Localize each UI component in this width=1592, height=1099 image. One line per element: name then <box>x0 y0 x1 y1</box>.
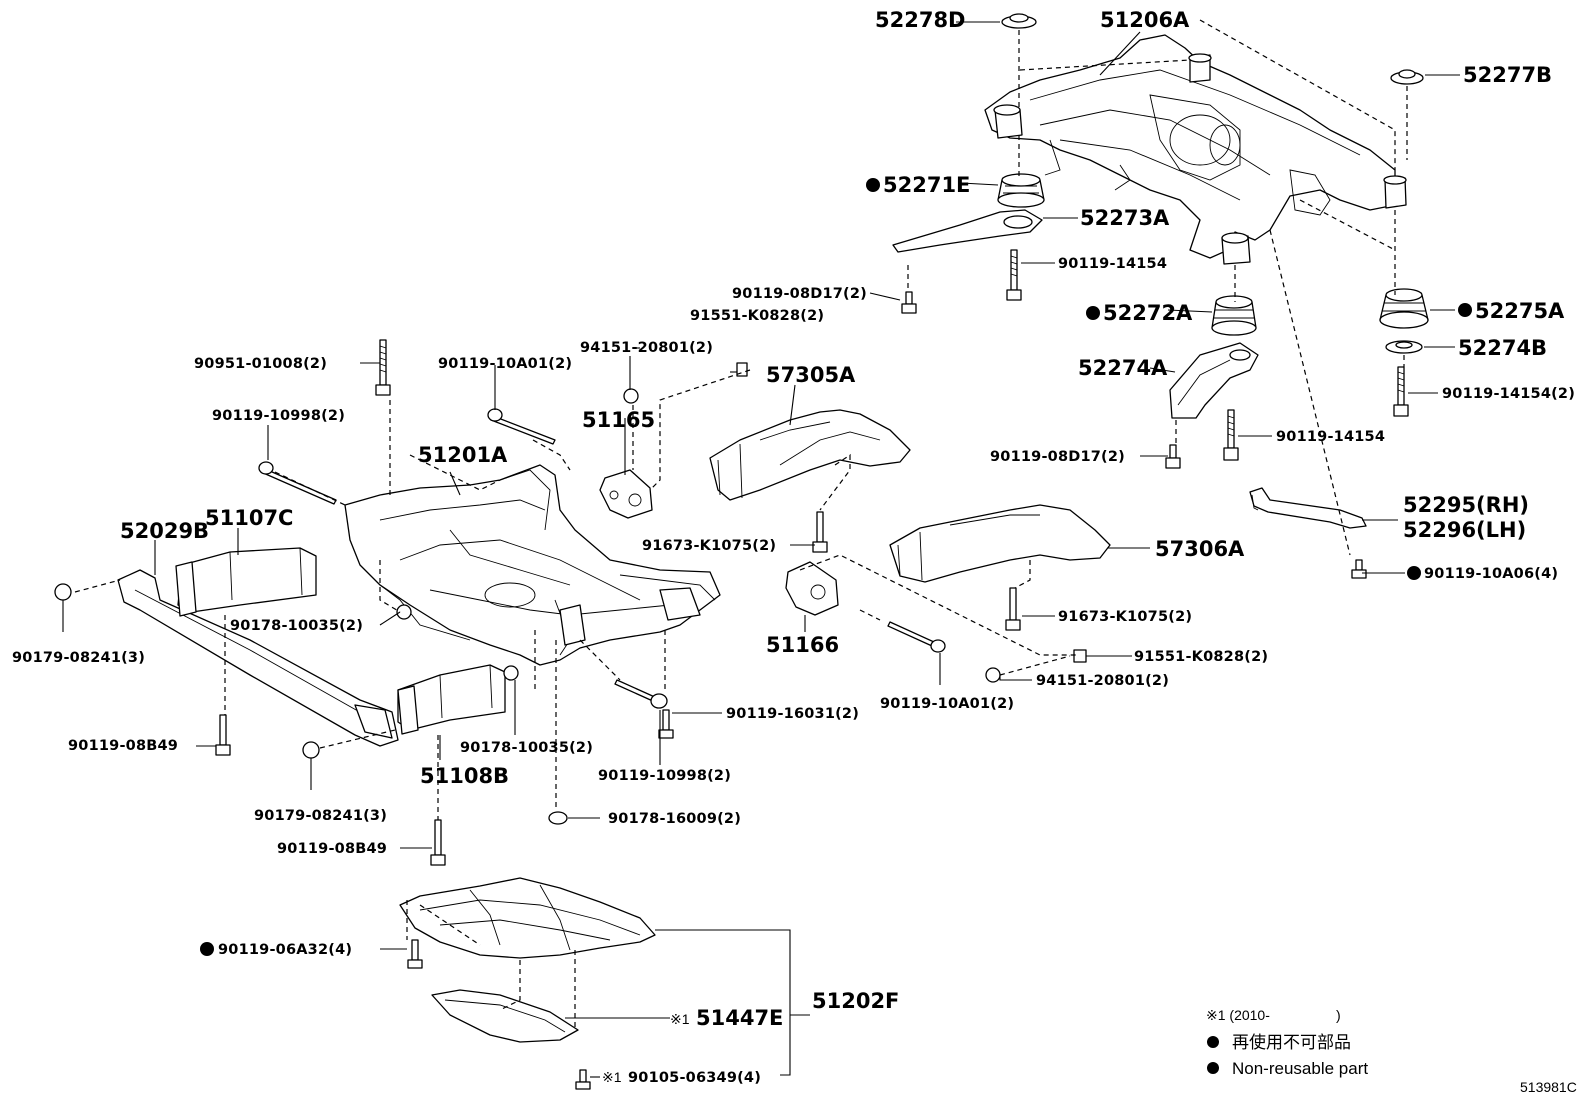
leader-lines <box>62 21 1460 1078</box>
label-52029B: 52029B <box>120 519 209 543</box>
label-90119-10A01-upper: 90119-10A01(2) <box>438 356 572 372</box>
rear-subframe-illustration <box>984 34 1407 265</box>
non-reusable-mark-52271E <box>866 178 880 192</box>
part-labels: 52278D 51206A 52277B 52271E 52273A 90119… <box>12 8 1575 1086</box>
label-51108B: 51108B <box>420 764 509 788</box>
label-57305A: 57305A <box>766 363 856 387</box>
front-mount-parts <box>54 339 1111 866</box>
label-90179-08241-left: 90179-08241(3) <box>12 650 145 666</box>
non-reusable-mark-52272A <box>1086 306 1100 320</box>
label-51206A: 51206A <box>1100 8 1190 32</box>
non-reusable-mark-90119-10A06 <box>1407 566 1421 580</box>
label-90119-06A32: 90119-06A32(4) <box>218 942 352 958</box>
legend-star1-range-close: ) <box>1336 1007 1341 1023</box>
label-90119-08B49-lower: 90119-08B49 <box>277 841 387 857</box>
label-90119-14154-lower: 90119-14154 <box>1276 429 1385 445</box>
label-90119-14154-2: 90119-14154(2) <box>1442 386 1575 402</box>
label-51166: 51166 <box>766 633 839 657</box>
label-94151-20801-upper: 94151-20801(2) <box>580 340 713 356</box>
legend: ※1 (2010- ) 再使用不可部品 Non-reusable part 51… <box>1206 1007 1577 1095</box>
label-51202F: 51202F <box>812 989 899 1013</box>
label-52272A: 52272A <box>1103 301 1193 325</box>
front-subframe-illustration <box>344 464 721 666</box>
label-90119-10998-lower: 90119-10998(2) <box>598 768 731 784</box>
label-90119-10998-upper: 90119-10998(2) <box>212 408 345 424</box>
label-94151-20801-lower: 94151-20801(2) <box>1036 673 1169 689</box>
label-52274B: 52274B <box>1458 336 1547 360</box>
label-91551-K0828-upper: 91551-K0828(2) <box>690 308 824 324</box>
note-star1-90105-06349: ※1 <box>602 1069 622 1085</box>
label-52271E: 52271E <box>883 173 970 197</box>
label-51447E: 51447E <box>696 1006 783 1030</box>
rear-mount-parts <box>892 13 1429 579</box>
label-52278D: 52278D <box>875 8 966 32</box>
label-51201A: 51201A <box>418 443 508 467</box>
label-91673-K1075-upper: 91673-K1075(2) <box>642 538 776 554</box>
note-star1-51447E: ※1 <box>670 1011 690 1027</box>
label-90119-10A06: 90119-10A06(4) <box>1424 566 1558 582</box>
non-reusable-mark-90119-06A32 <box>200 942 214 956</box>
label-90178-10035-lower: 90178-10035(2) <box>460 740 593 756</box>
label-52296: 52296(LH) <box>1403 518 1526 542</box>
illustration-id: 513981C <box>1520 1079 1577 1095</box>
label-51165: 51165 <box>582 408 655 432</box>
label-51107C: 51107C <box>205 506 293 530</box>
label-90119-14154-upper: 90119-14154 <box>1058 256 1167 272</box>
label-90179-08241-lower: 90179-08241(3) <box>254 808 387 824</box>
label-52274A: 52274A <box>1078 356 1168 380</box>
legend-dot-en <box>1207 1062 1219 1074</box>
alignment-dashes <box>74 19 1408 1030</box>
legend-star1-range-open: ※1 (2010- <box>1206 1007 1270 1023</box>
label-90119-10A01-lower: 90119-10A01(2) <box>880 696 1014 712</box>
label-90119-08D17-lower: 90119-08D17(2) <box>990 449 1125 465</box>
under-cover-illustration <box>399 877 656 1090</box>
label-52295: 52295(RH) <box>1403 493 1529 517</box>
legend-dot-jp <box>1207 1036 1219 1048</box>
legend-text-jp: 再使用不可部品 <box>1232 1032 1351 1052</box>
label-52275A: 52275A <box>1475 299 1565 323</box>
label-90119-16031: 90119-16031(2) <box>726 706 859 722</box>
label-90119-08D17-upper: 90119-08D17(2) <box>732 286 867 302</box>
label-52277B: 52277B <box>1463 63 1552 87</box>
label-52273A: 52273A <box>1080 206 1170 230</box>
label-90119-08B49-upper: 90119-08B49 <box>68 738 178 754</box>
label-90105-06349: 90105-06349(4) <box>628 1070 761 1086</box>
legend-text-en: Non-reusable part <box>1232 1059 1368 1078</box>
label-90951-01008: 90951-01008(2) <box>194 356 327 372</box>
label-90178-10035-upper: 90178-10035(2) <box>230 618 363 634</box>
label-57306A: 57306A <box>1155 537 1245 561</box>
non-reusable-mark-52275A <box>1458 303 1472 317</box>
label-90178-16009: 90178-16009(2) <box>608 811 741 827</box>
label-91673-K1075-lower: 91673-K1075(2) <box>1058 609 1192 625</box>
label-91551-K0828-lower: 91551-K0828(2) <box>1134 649 1268 665</box>
